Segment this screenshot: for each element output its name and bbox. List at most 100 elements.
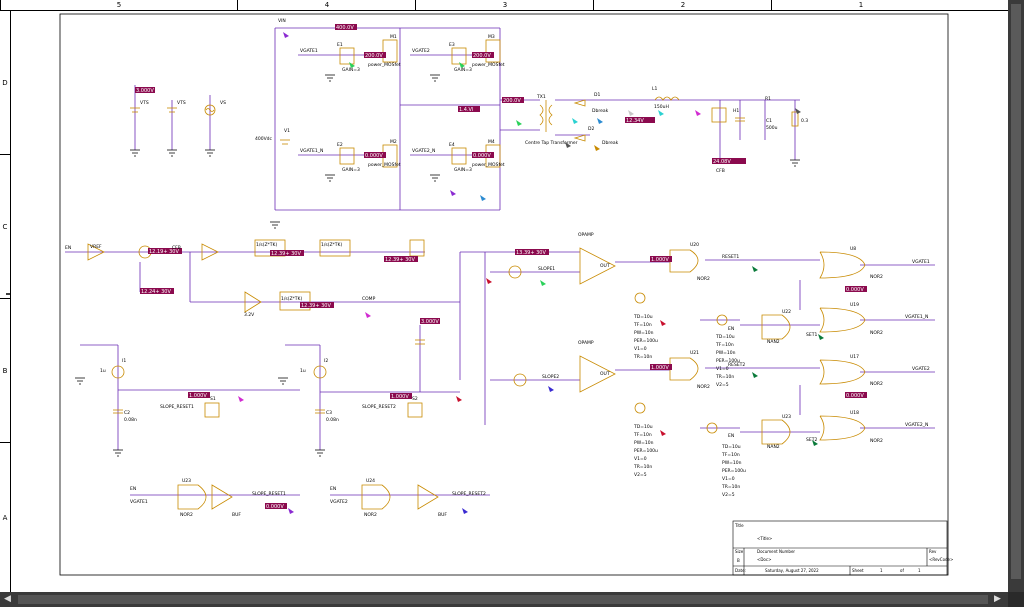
u18-gate — [819, 415, 866, 441]
label-gain-2: GAIN=3 — [342, 167, 360, 173]
e2-box — [339, 147, 355, 165]
label-r1: R1 — [765, 96, 771, 102]
pulse-v12-3: PER=100u — [716, 358, 740, 364]
pulse-v11-0: TD=10u — [721, 444, 741, 450]
schematic-canvas: 400.0V 200.0V 0.000V 200.0V 0.000V 200.0… — [6, 13, 953, 576]
label-set2: SET2 — [806, 437, 817, 443]
tag-top-bus — [335, 24, 357, 30]
tag-mb-text: 0.000V — [365, 153, 383, 159]
label-u17: U17 — [850, 354, 859, 360]
label-mosfet-4: power_MOSfet — [472, 162, 505, 168]
tx-primary — [539, 104, 544, 126]
ruler-row-a: A — [0, 442, 10, 593]
label-i2val: 1u — [300, 368, 306, 374]
label-m2: M2 — [390, 139, 397, 145]
label-v5: VS — [220, 100, 226, 106]
label-out2: OUT — [600, 371, 610, 377]
rev-value: <RevCode> — [929, 557, 953, 562]
horizontal-scrollbar[interactable]: ◀ ▶ — [0, 592, 1008, 607]
label-out1: OUT — [600, 263, 610, 269]
vertical-scroll-thumb[interactable] — [1011, 4, 1021, 579]
h1-box — [711, 107, 727, 123]
pulse-v12-4: V1=0 — [716, 366, 729, 372]
label-tf1: 1/s(Z*TK) — [256, 242, 278, 248]
u17-gate — [819, 359, 866, 385]
probe-marker — [283, 32, 289, 38]
pulse-v16-5: TR=10n — [633, 464, 652, 470]
label-vgate2n: VGATE2_N — [412, 148, 435, 154]
e3-box — [451, 47, 467, 65]
label-nor-u23b: NOR2 — [180, 512, 193, 518]
pulse-v11-5: TR=10n — [721, 484, 740, 490]
label-u20: U20 — [690, 242, 699, 248]
label-nor-u17: NOR2 — [870, 381, 883, 387]
u23b-gate — [177, 484, 207, 510]
tf3-box — [279, 291, 311, 311]
pulse-v16 — [634, 402, 646, 414]
ruler-row-c: C — [0, 154, 10, 299]
label-comp: COMP — [362, 296, 376, 302]
u23-gate — [761, 419, 791, 445]
vs-source — [204, 104, 216, 116]
tag-node3-text: 12.39+ 30V — [271, 251, 301, 257]
docnum-value: <Doc> — [757, 557, 771, 562]
vref-buffer — [87, 243, 105, 261]
docnum-label: Document Number — [757, 549, 795, 554]
u24-gate — [361, 484, 391, 510]
pulse-v12-5: TR=10n — [715, 374, 734, 380]
pulse-v17-4: V1=0 — [634, 346, 647, 352]
vertical-scrollbar[interactable] — [1008, 0, 1024, 592]
label-vgate-nor1: VGATE1 — [130, 499, 148, 505]
tag-ma-text: 200.0V — [365, 53, 383, 59]
pulse-v12-1: TF=10n — [715, 342, 734, 348]
tag-md-text: 0.000V — [473, 153, 491, 159]
label-d2: D2 — [588, 126, 594, 132]
label-mosfet-3: power_MOSfet — [472, 62, 505, 68]
horizontal-scroll-thumb[interactable] — [18, 595, 988, 604]
tag-out-text: 12.34V — [626, 118, 644, 124]
label-dbreak1: Dbreak — [592, 108, 609, 114]
label-r1val: 0.3 — [801, 118, 808, 124]
tx-secondary — [548, 104, 553, 126]
scroll-right-icon[interactable]: ▶ — [994, 594, 1001, 604]
tag-node5-text: 12.39+ 30V — [301, 303, 331, 309]
limiter-box — [409, 239, 425, 257]
label-v3: VTS — [140, 100, 149, 106]
pulse-v11-1: TF=10n — [721, 452, 740, 458]
tag-ctr-text: 1.4.VI — [459, 107, 473, 113]
tag-err2-text: 1.000V — [651, 365, 669, 371]
sum3 — [513, 373, 527, 387]
pulse-v16-4: V1=0 — [634, 456, 647, 462]
label-slope-reset2-out: SLOPE_RESET2 — [452, 491, 486, 497]
label-l1val: 150uH — [654, 104, 669, 110]
label-u23b: U23 — [182, 478, 191, 484]
label-nand-u23: NAN2 — [767, 444, 780, 450]
label-c2: C2 — [124, 410, 130, 416]
label-buf1: BUF — [232, 512, 241, 518]
pulse-v12 — [716, 314, 728, 326]
pulse-v11-4: V1=0 — [722, 476, 735, 482]
d2-shape — [573, 134, 586, 142]
tag-s2-text: 1.000V — [391, 394, 409, 400]
label-e3: E3 — [449, 42, 455, 48]
tag-s1-text: 1.000V — [189, 393, 207, 399]
m1-shape — [382, 39, 398, 63]
tag-v1-text: 3.000V — [136, 88, 154, 94]
label-tf2: 1/s(Z*TK) — [321, 242, 343, 248]
label-vgate2: VGATE2 — [412, 48, 430, 54]
pulse-v11 — [706, 422, 718, 434]
pulse-v16-6: V2=5 — [634, 472, 647, 478]
size-value: B — [737, 558, 740, 563]
gain-amp — [201, 243, 219, 261]
power-parts — [130, 39, 799, 168]
label-c3val: 0.08n — [326, 417, 339, 423]
of-label: of — [900, 568, 904, 573]
label-e2: E2 — [337, 142, 343, 148]
label-slope-reset2: SLOPE_RESET2 — [362, 404, 396, 410]
pulse-v17-3: PER=100u — [634, 338, 658, 344]
label-u22: U22 — [782, 309, 791, 315]
label-l1: L1 — [652, 86, 658, 92]
label-nor-u18: NOR2 — [870, 438, 883, 444]
label-vin: VIN — [278, 18, 286, 24]
scroll-left-icon[interactable]: ◀ — [4, 594, 11, 604]
